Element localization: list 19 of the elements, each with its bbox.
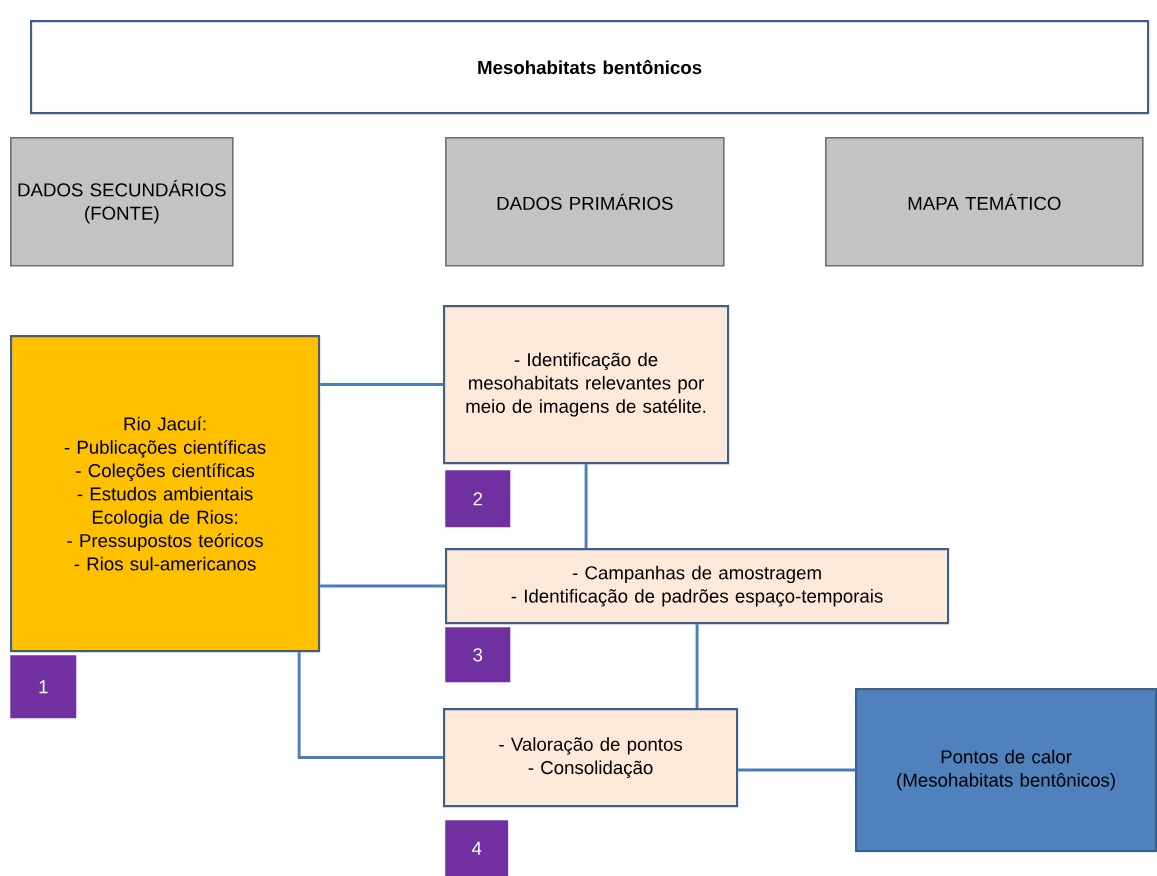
number-badge: 4 <box>445 820 509 876</box>
number-badge: 1 <box>10 655 77 719</box>
number-badge: 2 <box>445 470 511 528</box>
number-badge: 3 <box>445 627 511 683</box>
process-box: - Campanhas de amostragem - Identificação de padrões espaço-temporais <box>445 548 950 625</box>
connector-line <box>738 768 855 772</box>
connector-line <box>320 584 445 588</box>
connector-line <box>584 464 588 548</box>
title-box: Mesohabitats bentônicos <box>30 20 1150 115</box>
connector-line <box>695 624 699 708</box>
process-box: - Identificação de mesohabitats relevantes por meio de imagens de satélite. <box>443 305 730 465</box>
header-box: DADOS SECUNDÁRIOS (FONTE) <box>10 137 234 267</box>
connector-line <box>320 383 443 387</box>
source-box: Rio Jacuí: - Publicações científicas - Coleções científicas - Estudos ambientais Ecologia de Rios: - Pressupostos teóricos - Rios sul-americanos <box>10 335 321 653</box>
header-box: DADOS PRIMÁRIOS <box>445 137 725 267</box>
header-box: MAPA TEMÁTICO <box>825 137 1144 267</box>
result-box: Pontos de calor (Mesohabitats bentônicos) <box>855 688 1157 853</box>
process-box: - Valoração de pontos - Consolidação <box>443 708 739 808</box>
connector-line <box>297 652 443 760</box>
